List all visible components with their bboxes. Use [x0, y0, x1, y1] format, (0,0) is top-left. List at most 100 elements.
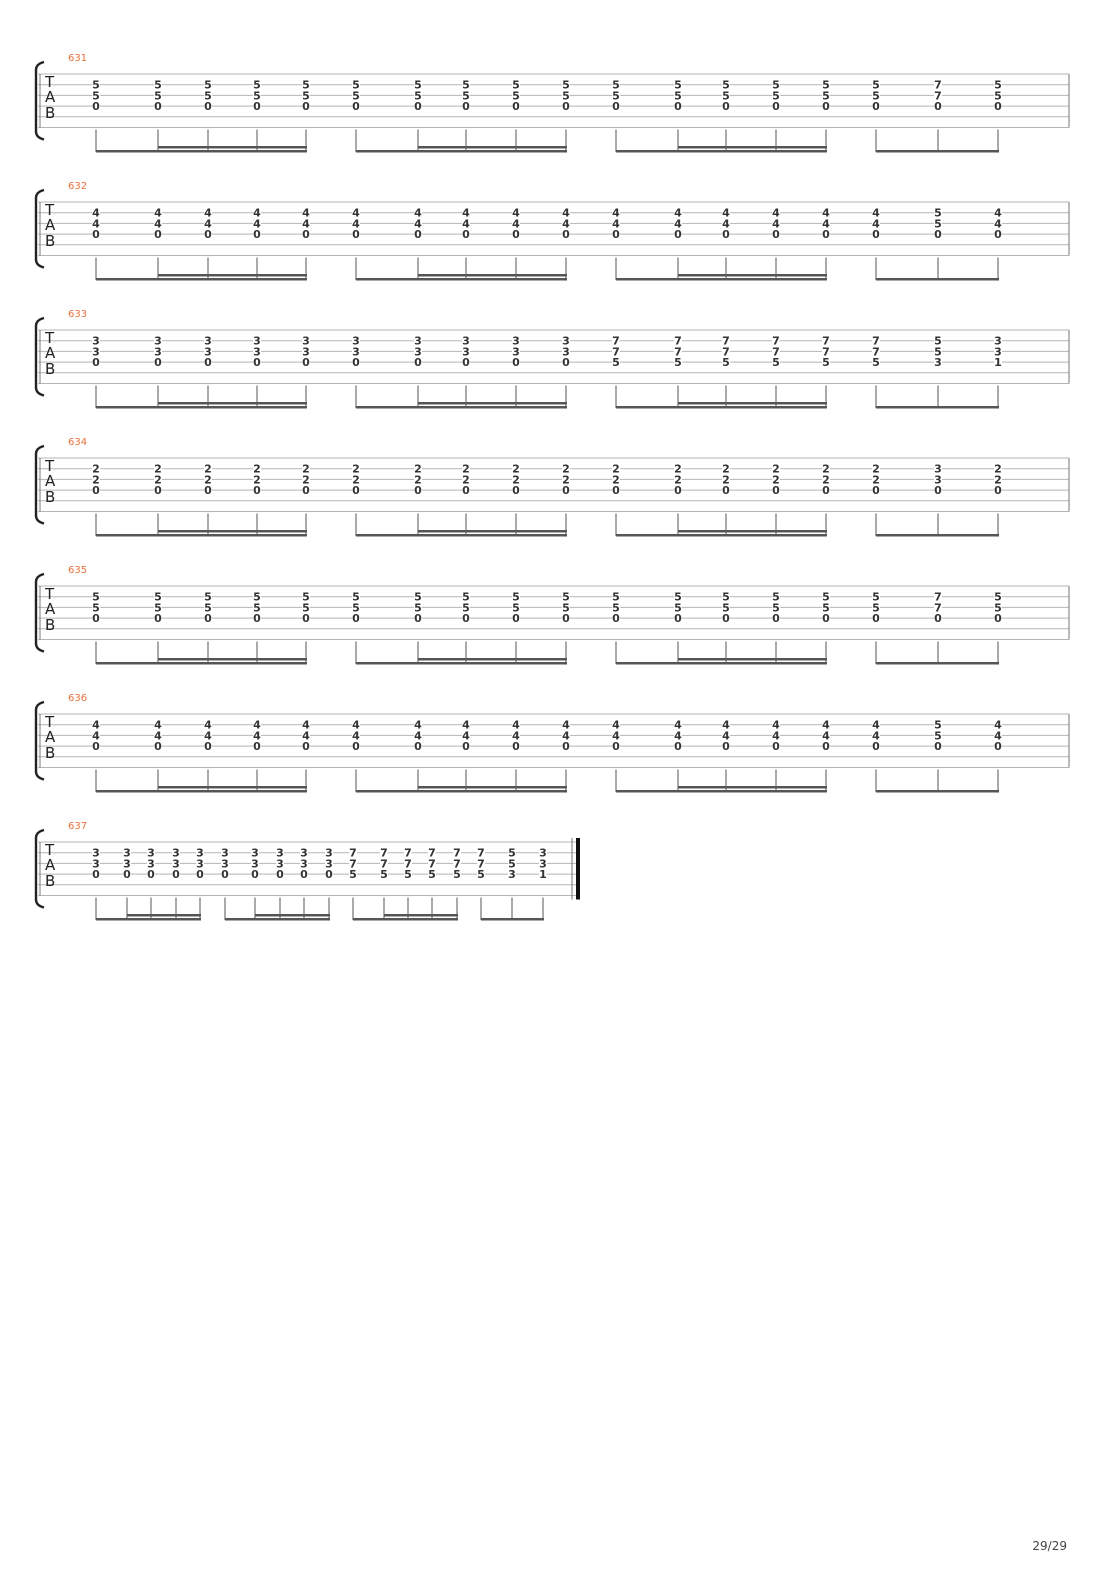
fret-number: 7 — [404, 847, 412, 860]
fret-number: 3 — [92, 335, 100, 348]
fret-background — [994, 78, 1002, 90]
fret-number: 0 — [934, 228, 942, 241]
fret-number: 0 — [562, 612, 570, 625]
fret-background — [508, 857, 516, 869]
fret-number: 0 — [204, 484, 212, 497]
fret-number: 3 — [539, 847, 547, 860]
fret-background — [154, 718, 162, 730]
fret-background — [934, 601, 942, 613]
fret-background — [352, 729, 360, 741]
fret-background — [462, 718, 470, 730]
fret-background — [612, 206, 620, 218]
fret-background — [872, 356, 880, 368]
fret-number: 3 — [508, 868, 516, 881]
fret-background — [414, 100, 422, 112]
fret-number: 2 — [352, 473, 360, 486]
fret-background — [674, 740, 682, 752]
fret-background — [562, 78, 570, 90]
sixteenth-beam — [418, 658, 567, 661]
fret-background — [994, 740, 1002, 752]
fret-background — [204, 356, 212, 368]
eighth-beam — [356, 406, 567, 409]
fret-background — [512, 729, 520, 741]
fret-background — [722, 484, 730, 496]
fret-number: 3 — [221, 857, 229, 870]
fret-background — [612, 345, 620, 357]
fret-background — [772, 601, 780, 613]
fret-number: 0 — [302, 228, 310, 241]
fret-background — [674, 228, 682, 240]
fret-background — [674, 612, 682, 624]
fret-background — [414, 473, 422, 485]
fret-background — [562, 612, 570, 624]
fret-background — [172, 868, 180, 880]
tab-clef-letter: A — [45, 856, 56, 874]
tab-clef-letter: T — [44, 841, 55, 859]
fret-background — [380, 868, 388, 880]
fret-number: 4 — [722, 719, 730, 732]
fret-background — [994, 473, 1002, 485]
eighth-beam — [356, 150, 567, 153]
fret-number: 3 — [414, 345, 422, 358]
fret-number: 5 — [253, 79, 261, 92]
sixteenth-beam — [418, 402, 567, 405]
fret-background — [253, 718, 261, 730]
fret-number: 0 — [612, 228, 620, 241]
fret-background — [253, 612, 261, 624]
fret-background — [92, 206, 100, 218]
fret-background — [253, 228, 261, 240]
eighth-beam — [616, 662, 827, 665]
fret-number: 0 — [253, 356, 261, 369]
fret-number: 0 — [674, 612, 682, 625]
fret-background — [204, 462, 212, 474]
fret-background — [92, 100, 100, 112]
fret-background — [253, 462, 261, 474]
fret-number: 7 — [722, 345, 730, 358]
fret-number: 5 — [302, 601, 310, 614]
fret-background — [414, 334, 422, 346]
system-bracket — [34, 60, 45, 141]
fret-background — [722, 100, 730, 112]
fret-background — [934, 100, 942, 112]
fret-background — [822, 484, 830, 496]
fret-number: 2 — [154, 473, 162, 486]
fret-number: 3 — [994, 345, 1002, 358]
fret-number: 4 — [512, 719, 520, 732]
fret-number: 4 — [674, 729, 682, 742]
fret-background — [92, 217, 100, 229]
fret-number: 4 — [512, 207, 520, 220]
eighth-beam — [96, 534, 307, 537]
fret-background — [251, 846, 259, 858]
fret-background — [253, 729, 261, 741]
tab-system: 634TAB2202202202202202202202202202202202… — [34, 437, 1070, 537]
fret-background — [994, 217, 1002, 229]
fret-number: 2 — [414, 473, 422, 486]
fret-number: 3 — [352, 335, 360, 348]
eighth-beam — [616, 150, 827, 153]
fret-number: 5 — [872, 89, 880, 102]
fret-number: 4 — [414, 207, 422, 220]
fret-background — [674, 484, 682, 496]
fret-background — [204, 217, 212, 229]
eighth-beam — [876, 150, 999, 153]
fret-number: 5 — [934, 335, 942, 348]
fret-number: 0 — [302, 100, 310, 113]
fret-background — [722, 228, 730, 240]
fret-number: 3 — [253, 335, 261, 348]
fret-number: 4 — [872, 217, 880, 230]
fret-number: 5 — [462, 89, 470, 102]
fret-background — [414, 590, 422, 602]
fret-number: 0 — [934, 740, 942, 753]
fret-background — [300, 857, 308, 869]
fret-background — [462, 601, 470, 613]
fret-number: 3 — [172, 857, 180, 870]
fret-background — [722, 718, 730, 730]
fret-background — [462, 345, 470, 357]
fret-background — [674, 217, 682, 229]
fret-background — [251, 868, 259, 880]
fret-background — [772, 100, 780, 112]
fret-number: 5 — [92, 601, 100, 614]
fret-number: 3 — [352, 345, 360, 358]
fret-background — [562, 484, 570, 496]
fret-number: 0 — [154, 740, 162, 753]
